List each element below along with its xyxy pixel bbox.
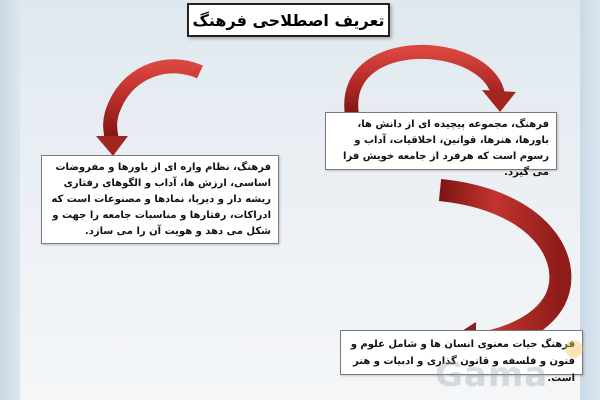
page-title-box: تعریف اصطلاحی فرهنگ	[187, 3, 390, 37]
definition-box-left: فرهنگ، نظام واره ای از باورها و مفروضات …	[41, 155, 279, 244]
definition-text: فرهنگ، مجموعه پیچیده ای از دانش ها، باور…	[343, 119, 549, 178]
watermark-logo-dot	[565, 340, 583, 358]
left-border-stripe	[0, 0, 20, 400]
definition-box-top-right: فرهنگ، مجموعه پیچیده ای از دانش ها، باور…	[325, 112, 557, 178]
right-border-stripe	[580, 0, 600, 400]
page-title: تعریف اصطلاحی فرهنگ	[192, 10, 385, 30]
definition-text: فرهنگ، نظام واره ای از باورها و مفروضات …	[51, 162, 271, 237]
definition-box-bottom: فرهنگ حیات معنوی انسان ها و شامل علوم و …	[340, 330, 583, 384]
arrow-top-right	[344, 44, 516, 117]
definition-text: فرهنگ حیات معنوی انسان ها و شامل علوم و …	[350, 339, 575, 384]
watermark-logo: Gama	[435, 355, 549, 395]
arrow-left	[96, 59, 203, 156]
